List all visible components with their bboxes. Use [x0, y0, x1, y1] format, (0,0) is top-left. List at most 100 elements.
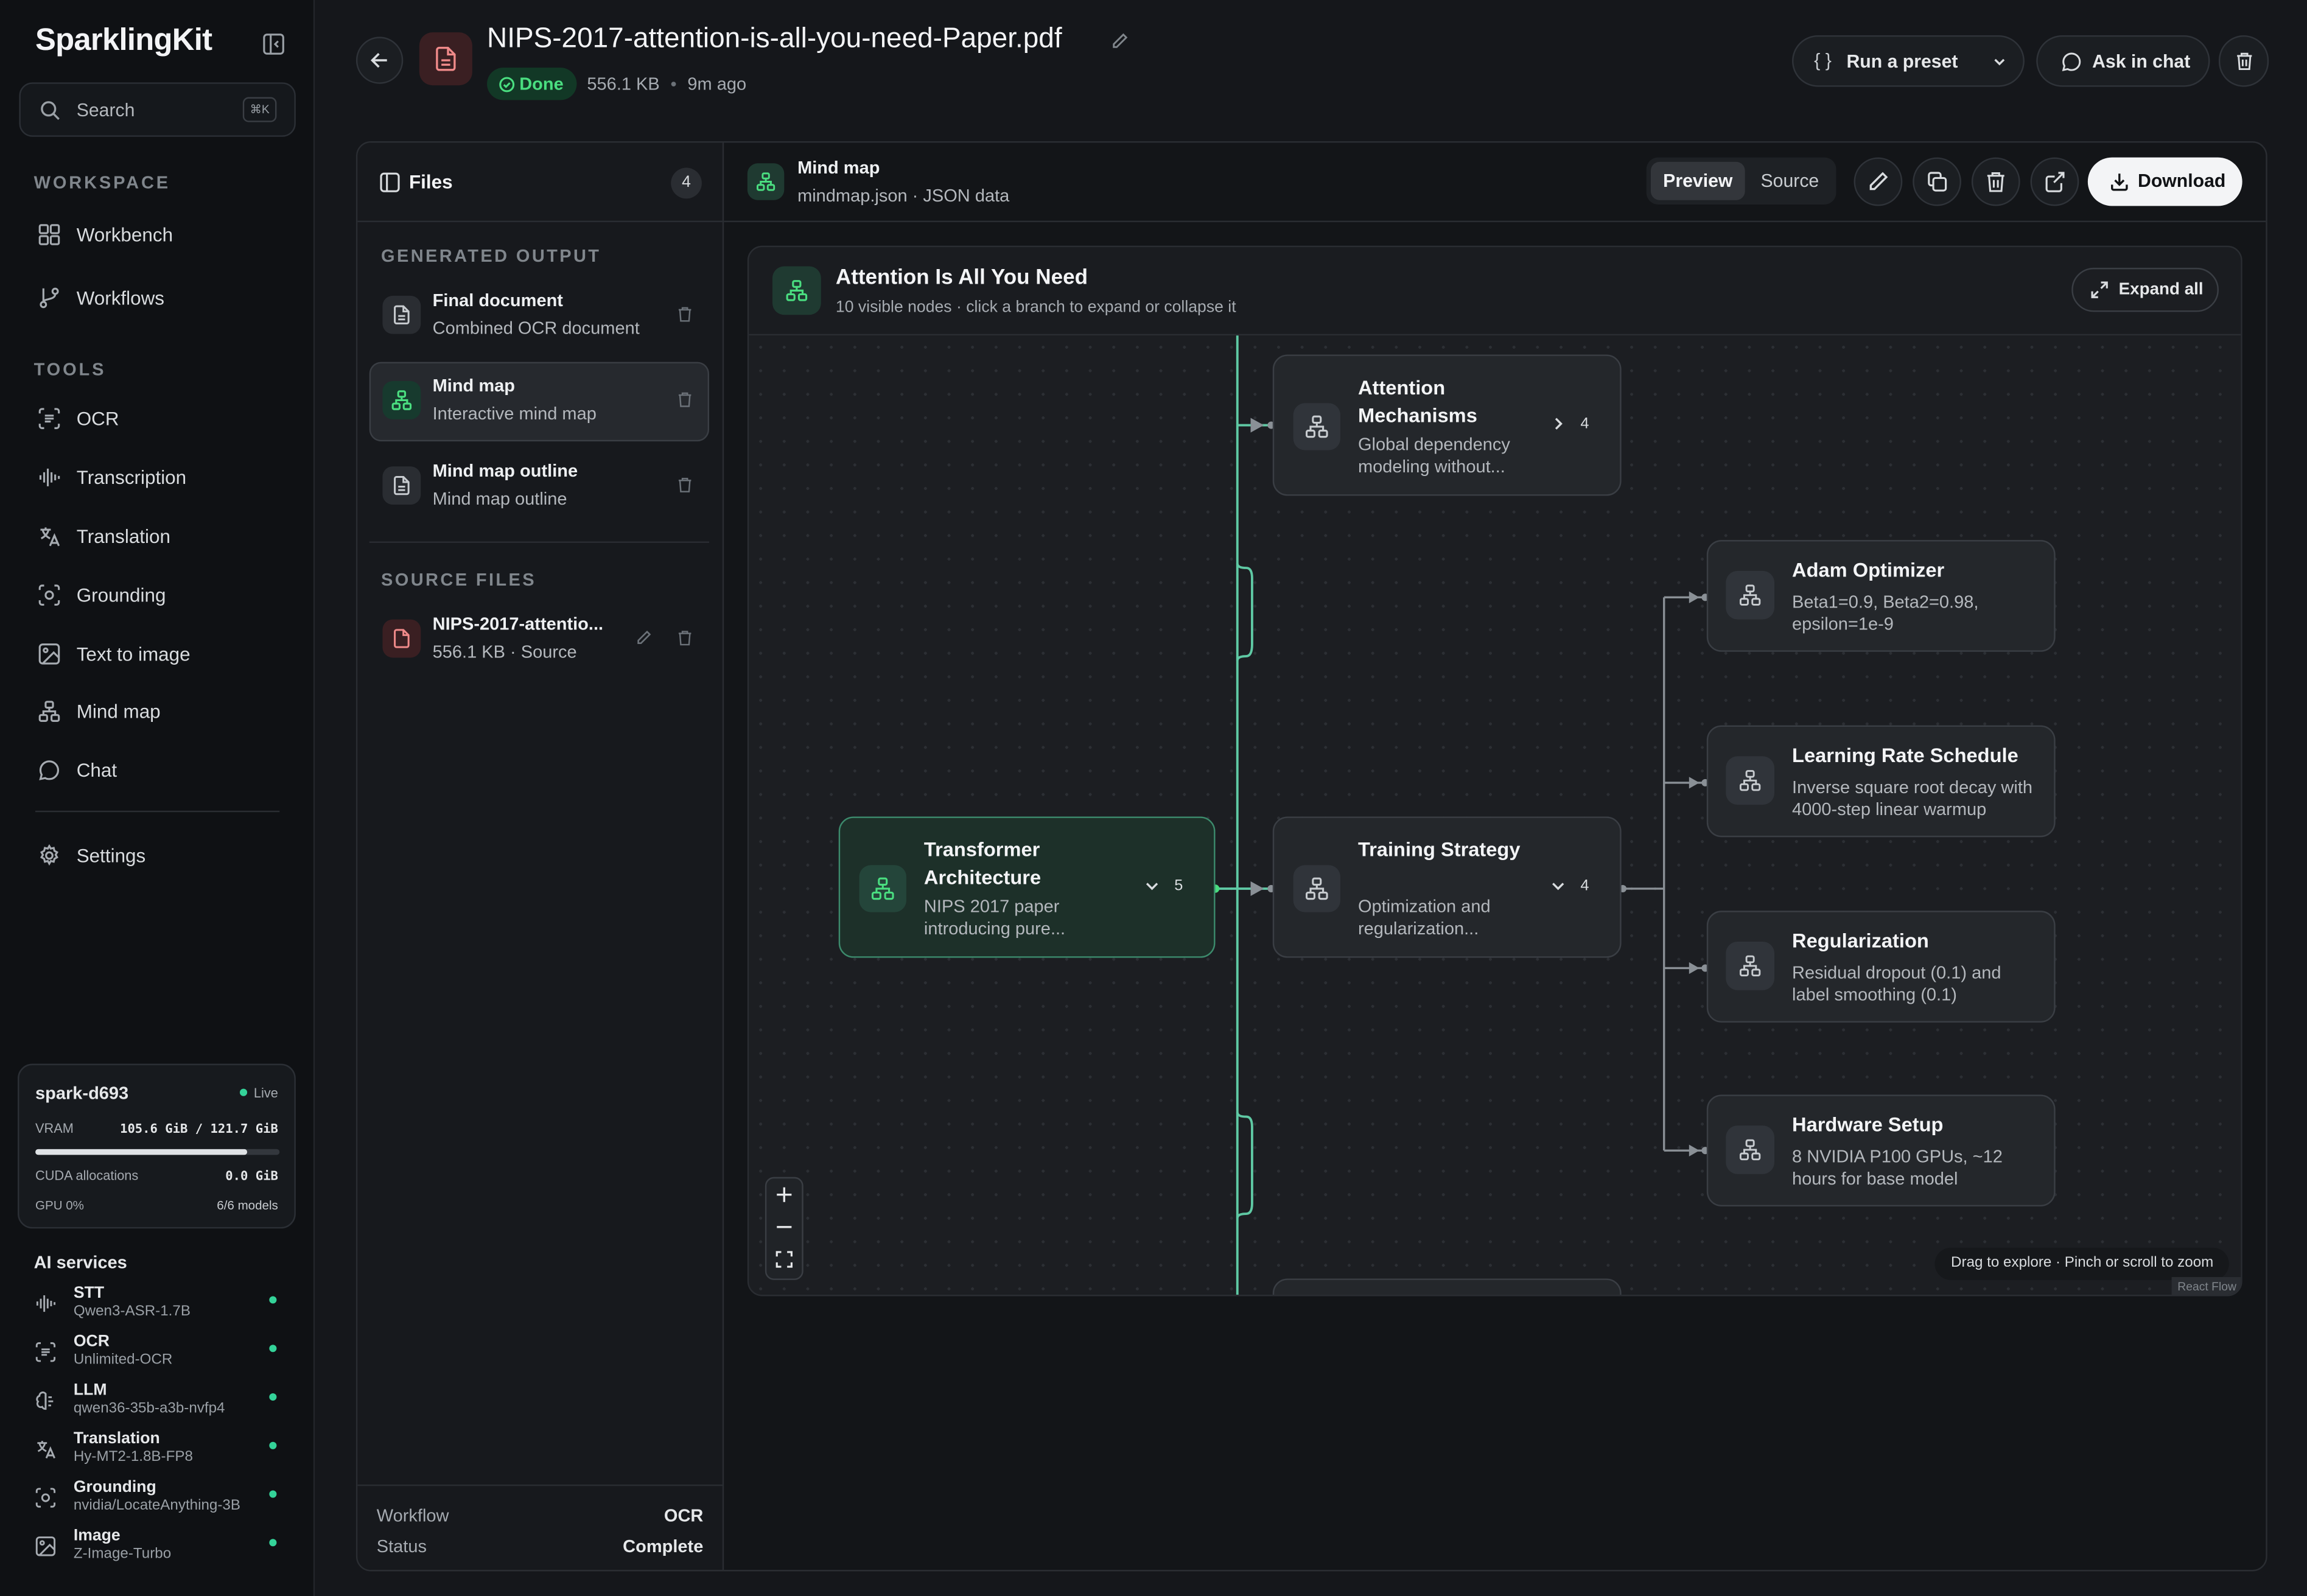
- mind-map-node-root[interactable]: Transformer Architecture NIPS 2017 paper…: [838, 816, 1216, 958]
- ask-in-chat-button[interactable]: Ask in chat: [2036, 35, 2210, 87]
- file-item-source-pdf[interactable]: NIPS-2017-attentio... 556.1 KB · Source: [369, 600, 709, 680]
- arrow-lr: [1689, 777, 1700, 789]
- edge-bracket-upper: [1236, 563, 1253, 661]
- tab-source[interactable]: Source: [1760, 170, 1819, 192]
- mind-map-canvas[interactable]: Transformer Architecture NIPS 2017 paper…: [749, 335, 2241, 1295]
- external-link-icon: [2045, 172, 2065, 192]
- sidebar-item-ocr[interactable]: OCR: [21, 397, 295, 442]
- pencil-icon[interactable]: [635, 630, 652, 646]
- tab-preview[interactable]: Preview: [1650, 161, 1745, 200]
- service-model: Z-Image-Turbo: [73, 1546, 172, 1563]
- service-stt: STT Qwen3-ASR-1.7B: [35, 1284, 285, 1329]
- chat-bubble-icon: [2061, 52, 2082, 72]
- document-title: NIPS-2017-attention-is-all-you-need-Pape…: [487, 23, 1062, 55]
- back-button[interactable]: [355, 37, 404, 84]
- trash-icon[interactable]: [677, 391, 693, 408]
- network-icon: [1293, 865, 1340, 912]
- run-preset-label: Run a preset: [1846, 51, 1958, 72]
- sidebar-item-chat[interactable]: Chat: [21, 749, 295, 793]
- file-item-mind-map[interactable]: Mind map Interactive mind map: [369, 362, 710, 442]
- mind-map-node-hardware-setup[interactable]: Hardware Setup 8 NVIDIA P100 GPUs, ~12 h…: [1706, 1094, 2056, 1207]
- file-item-mind-map-outline[interactable]: Mind map outline Mind map outline: [369, 447, 709, 527]
- delete-button[interactable]: [1971, 157, 2020, 206]
- node-desc: Global dependency modeling without...: [1357, 434, 1510, 477]
- sidebar-item-text-to-image[interactable]: Text to image: [21, 632, 295, 677]
- status-text: Done: [519, 73, 564, 94]
- service-name: STT: [73, 1284, 105, 1303]
- rename-title-icon[interactable]: [1111, 32, 1129, 50]
- arrow-adam: [1689, 591, 1700, 604]
- sidebar-item-settings[interactable]: Settings: [21, 834, 295, 878]
- open-external-button[interactable]: [2030, 157, 2079, 206]
- plus-icon: [777, 1187, 792, 1202]
- mind-map-node-regularization[interactable]: Regularization Residual dropout (0.1) an…: [1706, 911, 2056, 1023]
- zoom-out-button[interactable]: [766, 1211, 802, 1243]
- node-title: Learning Rate Schedule: [1792, 744, 2018, 767]
- file-size: 556.1 KB: [587, 73, 660, 94]
- download-button[interactable]: Download: [2087, 157, 2242, 206]
- scan-target-icon: [35, 1488, 56, 1508]
- sidebar-item-label: Text to image: [76, 643, 191, 665]
- trash-icon[interactable]: [677, 477, 693, 493]
- waveform-icon: [38, 466, 60, 488]
- panel-left-icon: [380, 172, 401, 193]
- search-button[interactable]: Search ⌘K: [19, 82, 296, 137]
- network-icon: [38, 701, 60, 723]
- models-count: 6/6 models: [217, 1197, 278, 1213]
- mind-map-edges: [1211, 335, 1709, 1295]
- edge-bracket-lower: [1236, 1112, 1253, 1219]
- service-status-dot: [269, 1345, 277, 1353]
- copy-button[interactable]: [1913, 157, 1961, 206]
- trash-icon[interactable]: [677, 306, 693, 323]
- source-files-title: SOURCE FILES: [381, 569, 536, 590]
- waveform-icon: [35, 1293, 56, 1314]
- mind-map-header: Attention Is All You Need 10 visible nod…: [749, 247, 2241, 336]
- react-flow-attribution[interactable]: React Flow: [2171, 1277, 2241, 1295]
- arrow-left-icon: [357, 50, 402, 71]
- zoom-in-button[interactable]: [766, 1178, 802, 1211]
- delete-document-button[interactable]: [2218, 35, 2269, 87]
- collapse-sidebar-icon[interactable]: [262, 32, 285, 56]
- node-desc: Residual dropout (0.1) and label smoothi…: [1792, 962, 2001, 1005]
- mind-map-node-adam-optimizer[interactable]: Adam Optimizer Beta1=0.9, Beta2=0.98, ep…: [1706, 540, 2056, 652]
- gpu-host-name: spark-d693: [35, 1082, 129, 1104]
- edit-button[interactable]: [1854, 157, 1903, 206]
- mind-map-node-training-strategy[interactable]: Training Strategy Optimization and regul…: [1272, 816, 1622, 958]
- status-badge: Done: [487, 68, 577, 100]
- image-icon: [38, 643, 60, 665]
- service-status-dot: [269, 1490, 277, 1498]
- view-mode-toggle: Preview Source: [1646, 157, 1836, 205]
- chevron-down-icon[interactable]: [1143, 877, 1161, 895]
- file-desc: Interactive mind map: [432, 403, 597, 424]
- sidebar-item-workflows[interactable]: Workflows: [21, 276, 295, 321]
- chevron-down-icon[interactable]: [1549, 877, 1567, 895]
- expand-all-button[interactable]: Expand all: [2071, 267, 2219, 312]
- sidebar-item-label: Transcription: [76, 466, 187, 489]
- languages-icon: [35, 1439, 56, 1460]
- chevron-right-icon[interactable]: [1549, 415, 1567, 433]
- mind-map-node-learning-rate-schedule[interactable]: Learning Rate Schedule Inverse square ro…: [1706, 725, 2056, 838]
- sidebar-item-workbench[interactable]: Workbench: [21, 213, 295, 257]
- sidebar-item-transcription[interactable]: Transcription: [21, 456, 295, 500]
- workflow-label: Workflow: [376, 1505, 449, 1526]
- gear-icon: [38, 844, 60, 866]
- sidebar-item-translation[interactable]: Translation: [21, 515, 295, 559]
- file-name: Mind map: [432, 375, 515, 396]
- arrow-attention: [1250, 418, 1264, 433]
- live-badge: Live: [240, 1086, 278, 1101]
- node-title: Regularization: [1792, 929, 1929, 952]
- mind-map-node-attention-mechanisms[interactable]: Attention Mechanisms Global dependency m…: [1272, 354, 1622, 496]
- mind-map-card: Attention Is All You Need 10 visible nod…: [747, 245, 2242, 1297]
- service-name: OCR: [73, 1332, 110, 1351]
- cuda-label: CUDA allocations: [35, 1168, 139, 1183]
- file-item-final-document[interactable]: Final document Combined OCR document: [369, 276, 709, 356]
- node-child-count: 5: [1174, 877, 1183, 895]
- trash-icon[interactable]: [677, 630, 693, 646]
- fit-view-button[interactable]: [766, 1243, 802, 1275]
- file-name: NIPS-2017-attentio...: [432, 613, 604, 634]
- node-desc: NIPS 2017 paper introducing pure...: [923, 896, 1066, 939]
- sidebar-item-mind-map[interactable]: Mind map: [21, 690, 295, 735]
- run-preset-button[interactable]: { } Run a preset: [1792, 35, 2025, 87]
- sidebar-item-grounding[interactable]: Grounding: [21, 574, 295, 618]
- mind-map-node-partial[interactable]: [1272, 1278, 1622, 1295]
